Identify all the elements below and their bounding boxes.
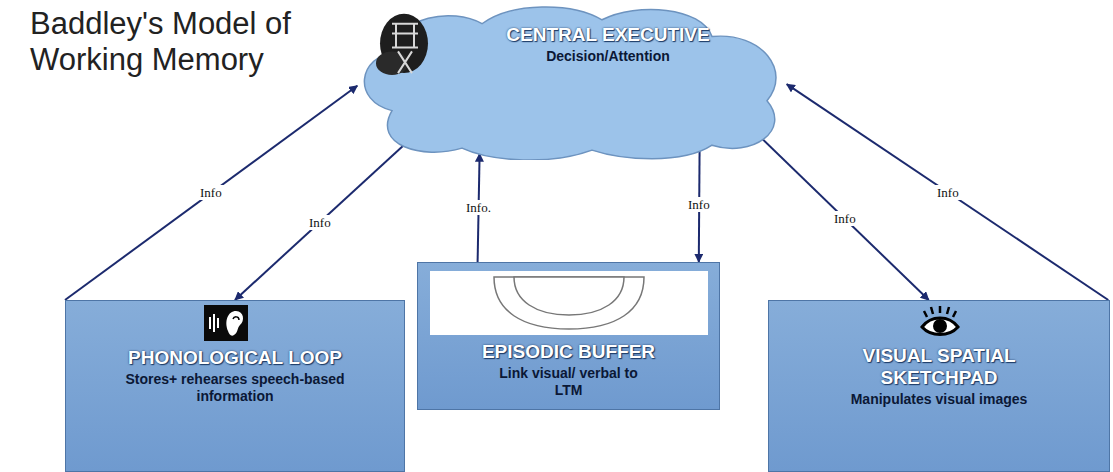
eye-icon — [919, 305, 961, 341]
director-chair-icon — [376, 14, 428, 75]
info-arrow — [235, 144, 405, 300]
memory-box: EPISODIC BUFFERLink visual/ verbal to LT… — [417, 262, 720, 410]
component-name: CENTRAL EXECUTIVE — [458, 24, 758, 46]
component-description: Manipulates visual images — [809, 391, 1069, 408]
component-name: EPISODIC BUFFER — [429, 341, 709, 363]
edge-label: Info — [686, 197, 712, 212]
component-name: VISUAL SPATIAL SKETCHPAD — [834, 345, 1044, 389]
sound-ear-icon — [204, 305, 248, 341]
info-arrow — [65, 86, 357, 300]
edge-label: Info. — [464, 200, 493, 215]
component-description: Decision/Attention — [458, 48, 758, 65]
edge-label: Info — [832, 211, 858, 226]
cloud-outline — [364, 7, 776, 160]
info-arrow — [787, 84, 1109, 300]
diagram-title: Baddley's Model of Working Memory — [30, 6, 320, 78]
edge-label: Info — [198, 185, 224, 200]
component-description: Link visual/ verbal to LTM — [489, 365, 649, 399]
cloud-node: CENTRAL EXECUTIVE Decision/Attention — [352, 2, 792, 160]
edge-label: Info — [307, 215, 333, 230]
component-description: Stores+ rehearses speech-based informati… — [115, 371, 355, 405]
buffer-icon — [430, 271, 708, 335]
component-name: PHONOLOGICAL LOOP — [76, 347, 394, 369]
memory-box: PHONOLOGICAL LOOPStores+ rehearses speec… — [65, 300, 405, 472]
edge-label: Info — [935, 185, 961, 200]
memory-box: VISUAL SPATIAL SKETCHPAD Manipulates visu… — [768, 300, 1110, 472]
